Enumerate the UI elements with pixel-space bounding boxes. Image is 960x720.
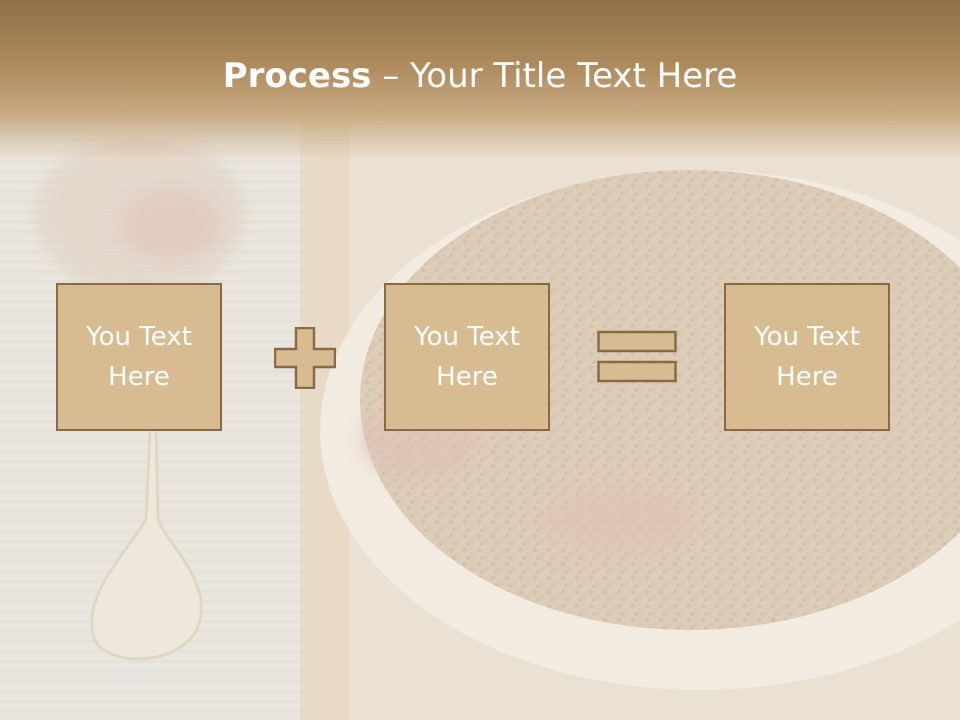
- step-box-2-text: You Text Here: [414, 322, 520, 392]
- title-banner: [0, 0, 960, 160]
- step-box-3[interactable]: You Text Here: [724, 283, 890, 431]
- title-rest-text: – Your Title Text Here: [371, 56, 738, 96]
- title-bold-text: Process: [222, 56, 372, 96]
- step-box-3-text: You Text Here: [754, 322, 860, 392]
- step-box-2[interactable]: You Text Here: [384, 283, 550, 431]
- slide-title[interactable]: Process – Your Title Text Here: [0, 54, 960, 98]
- step-box-1[interactable]: You Text Here: [56, 283, 222, 431]
- step-box-1-text: You Text Here: [86, 322, 192, 392]
- plus-icon: [274, 327, 336, 389]
- equals-icon: [597, 330, 677, 383]
